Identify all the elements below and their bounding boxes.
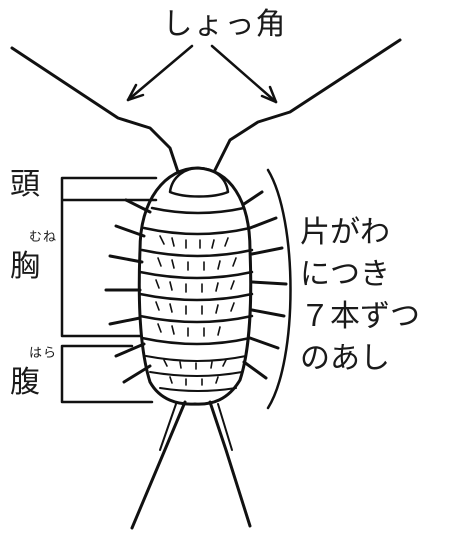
thorax-reading: むね bbox=[29, 231, 57, 244]
thorax-label: 胸 bbox=[10, 252, 40, 282]
abdomen-label: 腹 bbox=[10, 368, 40, 398]
left-antenna bbox=[12, 48, 178, 172]
legs-note: 片がわ につき ７本ずつ のあし bbox=[300, 212, 440, 380]
right-uropod bbox=[210, 402, 250, 526]
legs-note-line: のあし bbox=[300, 338, 440, 380]
antenna-label: しょっ角 bbox=[0, 10, 449, 40]
legs-note-line: につき bbox=[300, 254, 440, 296]
body-outline bbox=[139, 168, 250, 404]
legs-curve bbox=[268, 170, 291, 408]
arrow-right bbox=[212, 46, 276, 102]
head-label: 頭 bbox=[10, 170, 40, 200]
legs-note-line: 片がわ bbox=[300, 212, 440, 254]
legs-note-line: ７本ずつ bbox=[300, 296, 440, 338]
right-antenna bbox=[214, 40, 400, 172]
left-uropod bbox=[132, 402, 185, 528]
abdomen-reading: はら bbox=[29, 347, 57, 360]
arrow-left bbox=[128, 46, 192, 100]
